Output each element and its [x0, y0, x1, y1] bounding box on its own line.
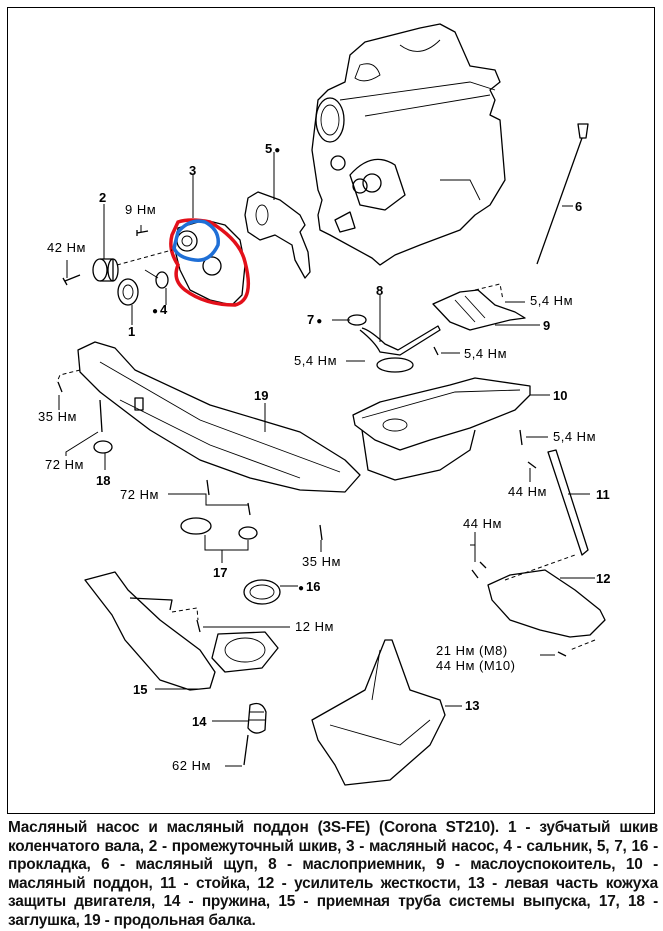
new-part-dot-icon: ●: [298, 583, 305, 594]
callout-7: 7●: [307, 313, 322, 329]
callout-5: 5●: [265, 142, 280, 158]
callout-14: 14: [192, 714, 207, 729]
new-part-dot-icon: ●: [316, 316, 323, 327]
dipstick: [536, 123, 589, 265]
torque-72nm-left: 72 Нм: [45, 457, 84, 472]
callout-19: 19: [254, 388, 269, 403]
torque-44nm-m10: 44 Нм (M10): [436, 658, 516, 673]
callout-1: 1: [128, 324, 136, 339]
callout-8: 8: [376, 283, 384, 298]
torque-9nm: 9 Нм: [125, 202, 157, 217]
callout-4: 4: [150, 303, 167, 319]
callout-5-text: 5: [265, 141, 273, 156]
oil-baffle: [432, 283, 540, 331]
torque-72nm-center: 72 Нм: [120, 487, 159, 502]
callout-12: 12: [596, 571, 611, 586]
exhaust-pipe-15: [84, 571, 290, 767]
stiffener-12: [470, 532, 606, 657]
torque-5-4nm-strainer-left: 5,4 Нм: [294, 353, 338, 368]
exploded-view-drawing: [56, 23, 606, 786]
callout-10: 10: [553, 388, 568, 403]
gasket-5: [244, 152, 311, 279]
callout-4-text: 4: [160, 302, 168, 317]
torque-5-4nm-baffle: 5,4 Нм: [530, 293, 574, 308]
engine-block: [311, 23, 506, 266]
diagram-frame: [7, 7, 655, 814]
callout-13: 13: [465, 698, 480, 713]
callout-15: 15: [133, 682, 148, 697]
callout-17: 17: [213, 565, 228, 580]
torque-5-4nm-pan: 5,4 Нм: [553, 429, 597, 444]
torque-12nm: 12 Нм: [295, 619, 334, 634]
oil-strainer: [332, 295, 460, 373]
torque-35nm-left: 35 Нм: [38, 409, 77, 424]
callout-7-text: 7: [307, 312, 315, 327]
callout-16: ●16: [298, 580, 321, 596]
torque-44nm-stiffener: 44 Нм: [463, 516, 502, 531]
plugs-17-18: [57, 381, 323, 563]
stay-11: [527, 449, 590, 556]
torque-42nm: 42 Нм: [47, 240, 86, 255]
torque-21nm-m8: 21 Нм (M8): [436, 643, 508, 658]
callout-18: 18: [96, 473, 111, 488]
callout-2: 2: [99, 190, 107, 205]
callout-16-text: 16: [306, 579, 321, 594]
callout-11: 11: [596, 487, 610, 502]
engine-cover-13: [311, 639, 462, 786]
torque-35nm-right: 35 Нм: [302, 554, 341, 569]
oil-pump: [169, 175, 251, 307]
torque-5-4nm-strainer-right: 5,4 Нм: [464, 346, 508, 361]
callout-6: 6: [575, 199, 583, 214]
new-part-dot-icon: ●: [274, 145, 281, 156]
oil-pan: [352, 377, 550, 481]
callout-9: 9: [543, 318, 551, 333]
gasket-16: [243, 579, 298, 605]
figure-caption: Масляный насос и масляный поддон (3S-FE)…: [8, 819, 658, 929]
torque-62nm: 62 Нм: [172, 758, 211, 773]
torque-44nm-stay: 44 Нм: [508, 484, 547, 499]
crossmember-19: [56, 341, 361, 493]
callout-3: 3: [189, 163, 197, 178]
